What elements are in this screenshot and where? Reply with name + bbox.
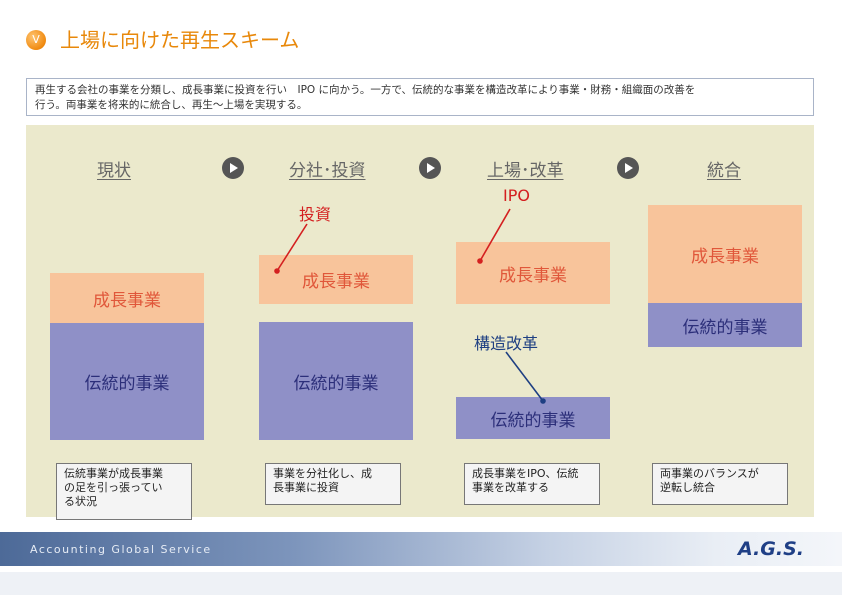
traditional-business-block: 伝統的事業 [648, 303, 802, 347]
footer-company-name: Accounting Global Service [30, 543, 212, 556]
caption-line: 成長事業をIPO、伝統 [472, 467, 579, 480]
caption-split-invest: 事業を分社化し、成 長事業に投資 [265, 463, 401, 505]
stage-label-ipo-reform: 上場･改革 [487, 161, 564, 181]
section-badge: V [26, 30, 46, 50]
stage-label-current: 現状 [97, 161, 131, 181]
company-logo: A.G.S. [738, 538, 804, 560]
growth-business-block: 成長事業 [259, 255, 413, 304]
caption-integration: 両事業のバランスが 逆転し統合 [652, 463, 788, 505]
traditional-business-block: 伝統的事業 [456, 397, 610, 439]
stage-label-split-invest: 分社･投資 [289, 161, 366, 181]
caption-line: 両事業のバランスが [660, 467, 759, 480]
bottom-band [0, 572, 842, 595]
caption-line: 事業を分社化し、成 [273, 467, 372, 480]
restructuring-label: 構造改革 [474, 334, 539, 353]
play-arrow-icon [617, 157, 639, 179]
growth-business-block: 成長事業 [50, 273, 204, 323]
caption-line: の足を引っ張ってい [64, 481, 163, 494]
traditional-business-block: 伝統的事業 [50, 323, 204, 440]
play-arrow-icon [419, 157, 441, 179]
caption-line: る状況 [64, 495, 97, 508]
stage-label-integration: 統合 [707, 161, 741, 181]
summary-line-1: 再生する会社の事業を分類し、成長事業に投資を行い IPO に向かう。一方で、伝統… [35, 84, 696, 96]
investment-label: 投資 [299, 205, 332, 224]
play-arrow-icon [222, 157, 244, 179]
traditional-business-block: 伝統的事業 [259, 322, 413, 440]
caption-line: 長事業に投資 [273, 481, 339, 494]
caption-ipo-reform: 成長事業をIPO、伝統 事業を改革する [464, 463, 600, 505]
summary-line-2: 行う。両事業を将来的に統合し、再生～上場を実現する。 [35, 99, 308, 111]
caption-current: 伝統事業が成長事業 の足を引っ張ってい る状況 [56, 463, 192, 520]
growth-business-block: 成長事業 [648, 205, 802, 303]
footer-bar [0, 532, 842, 566]
caption-line: 事業を改革する [472, 481, 549, 494]
caption-line: 逆転し統合 [660, 481, 715, 494]
ipo-label: IPO [503, 186, 530, 205]
growth-business-block: 成長事業 [456, 242, 610, 304]
page-title: 上場に向けた再生スキーム [60, 28, 300, 52]
summary-box: 再生する会社の事業を分類し、成長事業に投資を行い IPO に向かう。一方で、伝統… [26, 78, 814, 116]
caption-line: 伝統事業が成長事業 [64, 467, 163, 480]
